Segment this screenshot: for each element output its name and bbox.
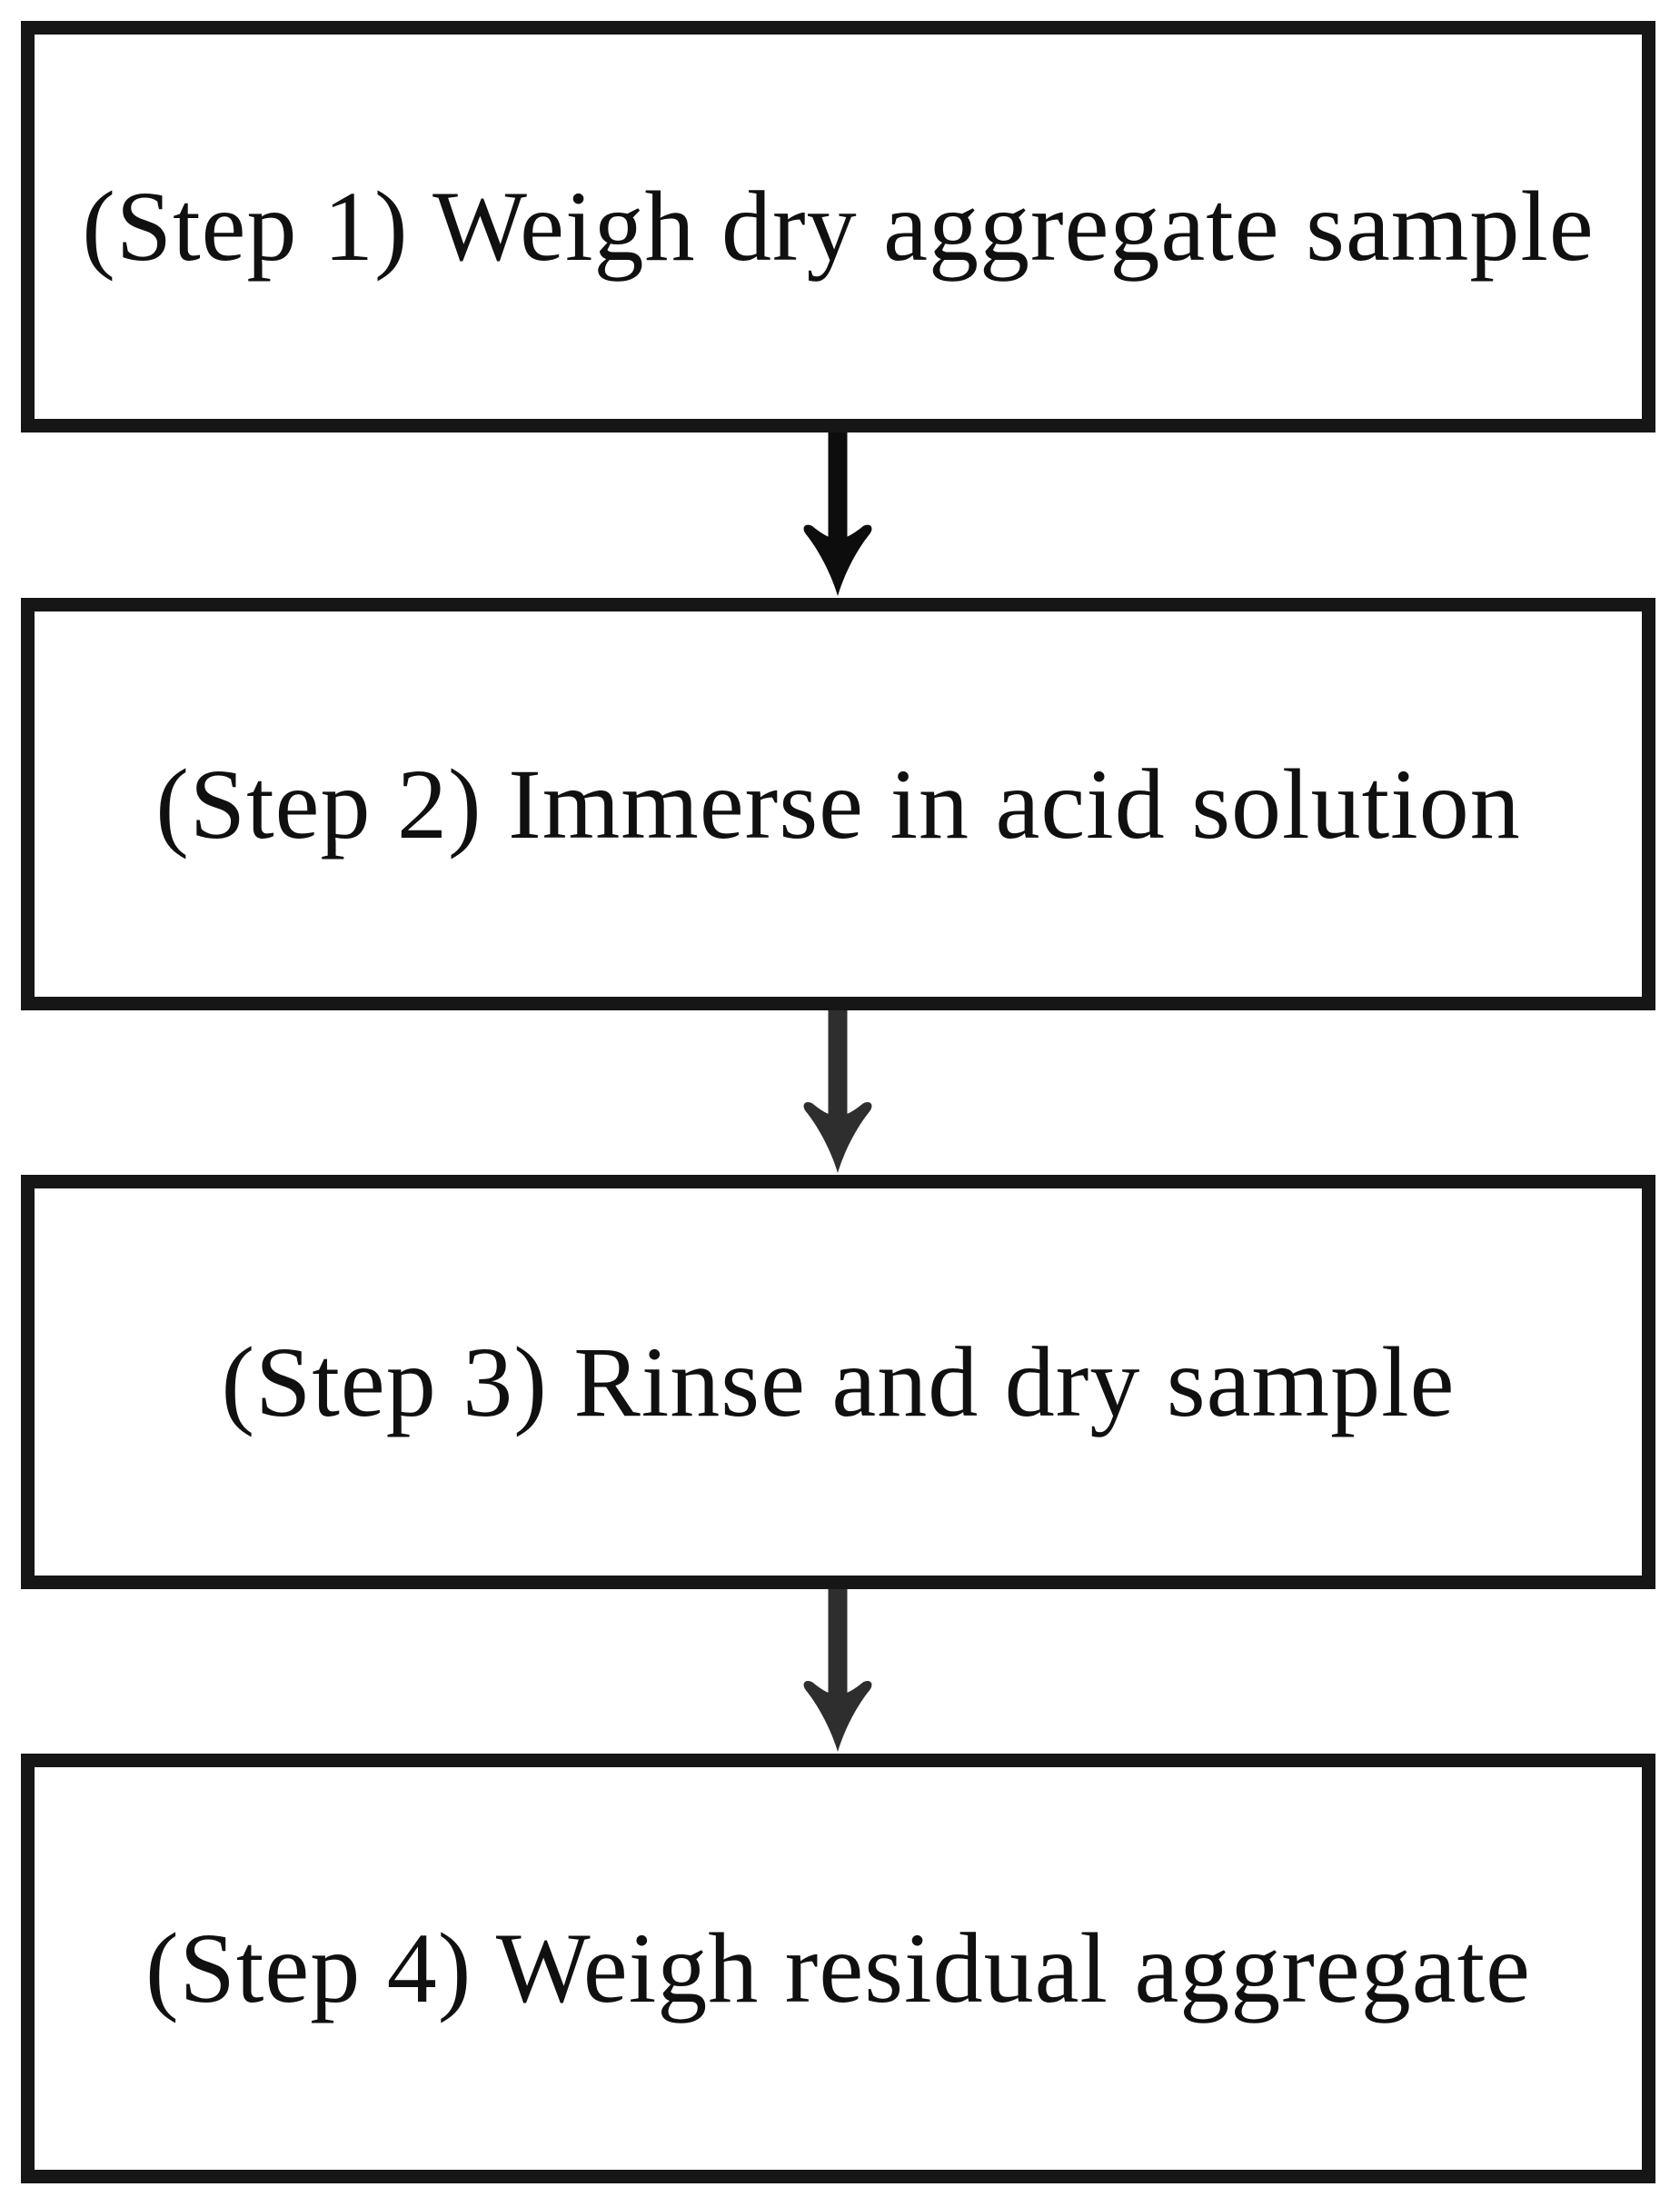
arrow-head	[803, 1102, 872, 1174]
arrow-shaft	[828, 432, 848, 542]
arrow-shaft	[828, 1589, 848, 1698]
step-box-4: (Step 4) Weigh residual aggregate	[21, 1754, 1655, 2183]
arrow-down-icon	[803, 432, 872, 596]
arrow-head	[803, 1681, 872, 1753]
step-4-label: (Step 4) Weigh residual aggregate	[145, 1913, 1531, 2023]
arrow-head	[803, 524, 872, 596]
arrow-down-icon	[803, 1010, 872, 1174]
step-box-2: (Step 2) Immerse in acid solution	[21, 598, 1655, 1010]
step-1-label: (Step 1) Weigh dry aggregate sample	[82, 171, 1595, 282]
step-box-3: (Step 3) Rinse and dry sample	[21, 1175, 1655, 1589]
step-2-label: (Step 2) Immerse in acid solution	[155, 748, 1521, 860]
arrow-down-icon	[803, 1589, 872, 1753]
step-box-1: (Step 1) Weigh dry aggregate sample	[21, 21, 1655, 432]
step-3-label: (Step 3) Rinse and dry sample	[221, 1326, 1456, 1437]
arrow-shaft	[828, 1010, 848, 1119]
